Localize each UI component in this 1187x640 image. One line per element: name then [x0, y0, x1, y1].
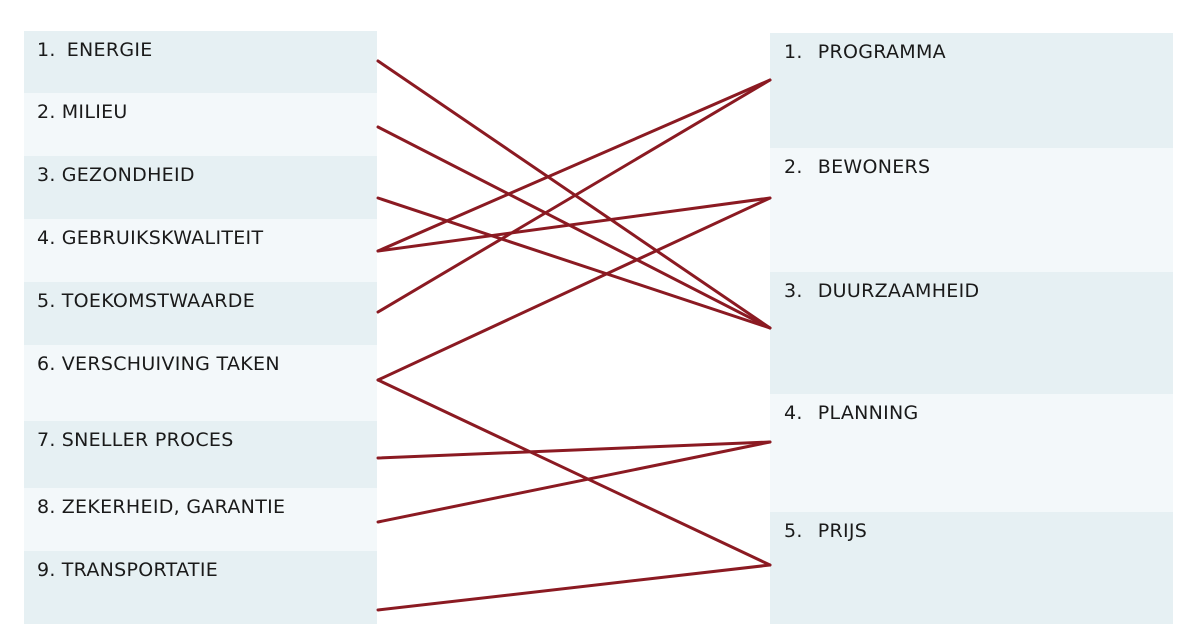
right-item-label: PLANNING	[817, 402, 919, 424]
left-item-verschuiving-taken: 6.VERSCHUIVING TAKEN	[24, 345, 377, 421]
connection-line-5-1	[376, 78, 772, 314]
left-item-energie: 1. ENERGIE	[24, 31, 377, 93]
left-item-toekomstwaarde: 5.TOEKOMSTWAARDE	[24, 282, 377, 345]
connection-line-3-3	[376, 196, 772, 330]
connection-line-6-2	[376, 196, 772, 382]
left-item-label: SNELLER PROCES	[61, 429, 234, 451]
connection-line-9-5	[376, 563, 772, 612]
left-item-number: 8.	[37, 496, 56, 518]
connection-line-1-3	[376, 59, 772, 330]
right-item-number: 4.	[784, 402, 803, 424]
right-item-label: PROGRAMMA	[817, 41, 946, 63]
right-item-number: 1.	[784, 41, 803, 63]
left-item-sneller-proces: 7.SNELLER PROCES	[24, 421, 377, 488]
left-item-label: GEBRUIKSKWALITEIT	[61, 227, 264, 249]
left-item-zekerheid-garantie: 8.ZEKERHEID, GARANTIE	[24, 488, 377, 551]
connection-line-7-4	[376, 440, 772, 460]
connection-line-2-3	[376, 125, 772, 330]
connection-line-4-2	[376, 196, 772, 253]
left-item-label: GEZONDHEID	[61, 164, 195, 186]
left-item-label: TOEKOMSTWAARDE	[61, 290, 256, 312]
left-item-number: 7.	[37, 429, 56, 451]
left-item-gezondheid: 3.GEZONDHEID	[24, 156, 377, 219]
left-item-label: TRANSPORTATIE	[61, 559, 219, 581]
right-item-duurzaamheid: 3. DUURZAAMHEID	[770, 272, 1173, 394]
right-item-planning: 4. PLANNING	[770, 394, 1173, 512]
right-item-programma: 1. PROGRAMMA	[770, 33, 1173, 148]
right-item-number: 3.	[784, 280, 803, 302]
connection-line-8-4	[376, 440, 772, 524]
right-item-label: PRIJS	[817, 520, 868, 542]
connection-line-6-5	[376, 378, 772, 567]
left-item-label: ZEKERHEID, GARANTIE	[61, 496, 286, 518]
left-item-label: ENERGIE	[66, 39, 153, 61]
left-item-number: 1.	[37, 39, 56, 61]
left-item-number: 5.	[37, 290, 56, 312]
left-item-number: 6.	[37, 353, 56, 375]
left-item-number: 2.	[37, 101, 56, 123]
left-item-label: VERSCHUIVING TAKEN	[61, 353, 280, 375]
left-item-number: 3.	[37, 164, 56, 186]
left-item-milieu: 2.MILIEU	[24, 93, 377, 156]
right-item-number: 2.	[784, 156, 803, 178]
connection-line-4-1	[376, 78, 772, 253]
right-item-label: BEWONERS	[817, 156, 931, 178]
left-item-number: 9.	[37, 559, 56, 581]
left-item-number: 4.	[37, 227, 56, 249]
left-item-gebruikskwaliteit: 4.GEBRUIKSKWALITEIT	[24, 219, 377, 282]
left-item-transportatie: 9.TRANSPORTATIE	[24, 551, 377, 624]
right-item-label: DUURZAAMHEID	[817, 280, 980, 302]
right-item-number: 5.	[784, 520, 803, 542]
right-item-bewoners: 2. BEWONERS	[770, 148, 1173, 272]
left-item-label: MILIEU	[61, 101, 128, 123]
right-item-prijs: 5. PRIJS	[770, 512, 1173, 624]
